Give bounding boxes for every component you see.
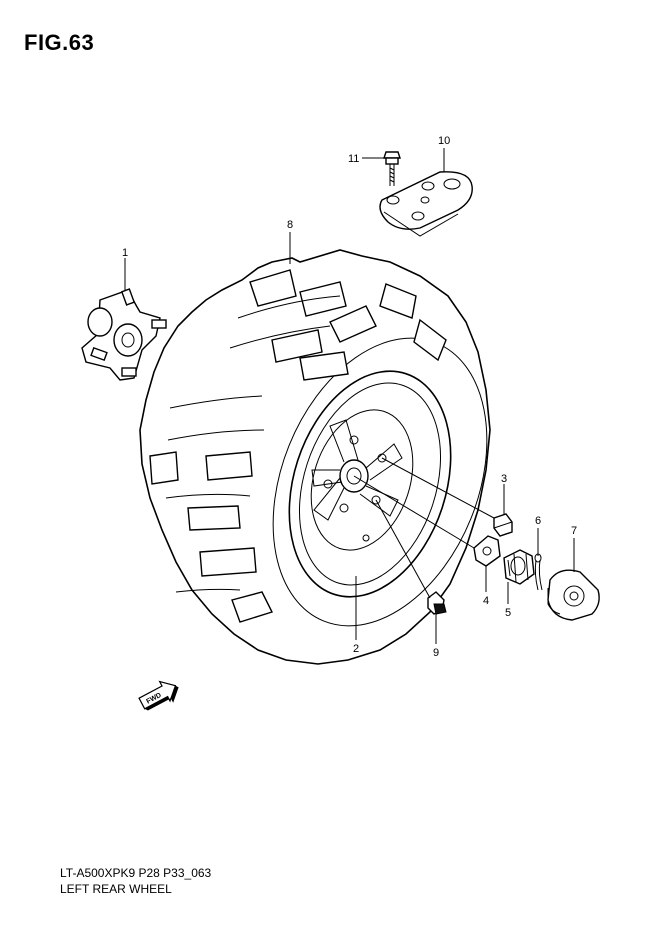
callout-labels: 1 2 3 4 5 6 7 8 9 10 11 bbox=[122, 135, 577, 659]
figure-title: FIG.63 bbox=[24, 30, 95, 55]
leader-lines bbox=[124, 148, 575, 644]
figure-caption: LEFT REAR WHEEL bbox=[60, 882, 172, 896]
callout-2: 2 bbox=[353, 643, 359, 655]
bracket-plate-part[interactable] bbox=[379, 171, 473, 237]
bolt-part[interactable] bbox=[383, 151, 401, 186]
callout-5: 5 bbox=[505, 607, 511, 619]
wheel-rim-part[interactable] bbox=[262, 350, 478, 618]
wheel-hub-part[interactable] bbox=[81, 288, 167, 381]
callout-7: 7 bbox=[571, 525, 577, 537]
hub-cap-part[interactable] bbox=[547, 569, 600, 621]
wheel-nut-part[interactable] bbox=[493, 513, 513, 537]
callout-6: 6 bbox=[535, 515, 541, 527]
callout-4: 4 bbox=[483, 595, 489, 607]
callout-11: 11 bbox=[348, 153, 359, 165]
washer-part[interactable] bbox=[473, 535, 501, 567]
tire-part[interactable] bbox=[139, 249, 527, 665]
callout-9: 9 bbox=[433, 647, 439, 659]
callout-3: 3 bbox=[501, 473, 507, 485]
cotter-pin-part[interactable] bbox=[534, 553, 543, 591]
valve-stem-part[interactable] bbox=[427, 591, 447, 615]
forward-arrow-icon: FWD bbox=[138, 680, 179, 711]
callout-1: 1 bbox=[122, 247, 128, 259]
model-code: LT-A500XPK9 P28 P33_063 bbox=[60, 866, 212, 880]
castle-nut-part[interactable] bbox=[503, 549, 535, 585]
callout-8: 8 bbox=[287, 219, 293, 231]
callout-10: 10 bbox=[438, 135, 450, 147]
